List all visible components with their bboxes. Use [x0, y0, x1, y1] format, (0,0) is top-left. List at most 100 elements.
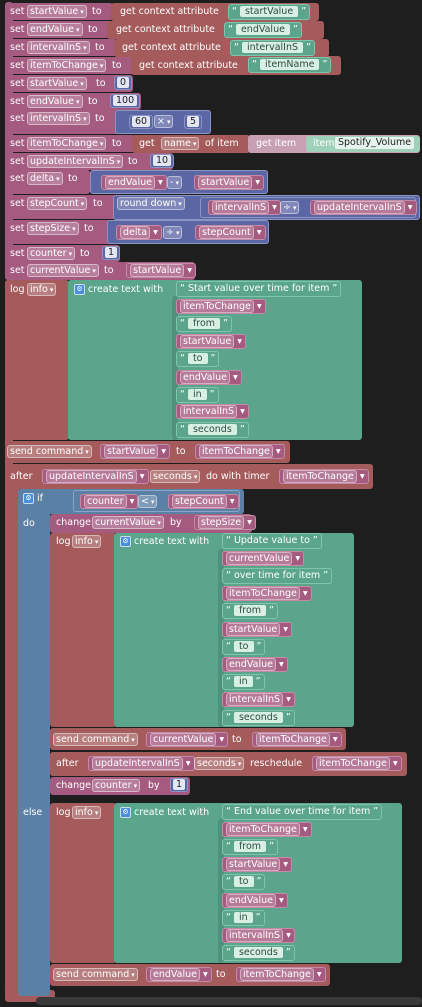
var-dropdown-intervalInS[interactable]: intervalInS▾ [27, 41, 90, 54]
text-from[interactable]: “ from ” [222, 603, 279, 619]
attribute-name-dropdown[interactable]: name▾ [161, 137, 200, 150]
var-itemToChange[interactable]: itemToChange ▾ [279, 469, 369, 484]
var-endValue[interactable]: endValue ▾ [146, 967, 212, 982]
number-0[interactable]: 0 [114, 76, 133, 90]
number-5[interactable]: 5 [184, 115, 203, 129]
gear-icon[interactable]: ⚙ [74, 284, 85, 295]
workspace-horizontal-scrollbar[interactable] [36, 997, 422, 1005]
var-itemToChange[interactable]: itemToChange ▾ [176, 299, 266, 314]
var-delta[interactable]: delta ▾ [116, 225, 162, 240]
log-level-dropdown[interactable]: info▾ [72, 806, 102, 819]
gear-icon[interactable]: ⚙ [23, 493, 34, 504]
text-end-msg[interactable]: “ End value over time for item ” [222, 804, 383, 820]
item-value-field[interactable]: Spotify_Volume [335, 137, 415, 149]
var-dropdown-endValue[interactable]: endValue▾ [27, 95, 83, 108]
var-dropdown-stepCount[interactable]: stepCount▾ [27, 197, 88, 210]
log-start-block[interactable] [5, 280, 69, 440]
var-startValue[interactable]: startValue ▾ [176, 334, 247, 349]
set-delta-block[interactable] [5, 170, 90, 194]
var-dropdown-updateIntervalInS[interactable]: updateIntervalInS▾ [27, 155, 124, 168]
var-startValue[interactable]: startValue ▾ [126, 263, 197, 278]
var-dropdown-itemToChange[interactable]: itemToChange▾ [27, 137, 107, 150]
send-command-dropdown[interactable]: send command▾ [53, 968, 138, 981]
set-startValue-zero-block[interactable] [5, 75, 133, 92]
var-updateIntervalInS[interactable]: updateIntervalInS ▾ [310, 200, 417, 215]
var-updateIntervalInS[interactable]: updateIntervalInS ▾ [88, 756, 195, 771]
text-endValue[interactable]: “ endValue ” [224, 22, 302, 38]
var-dropdown-currentValue[interactable]: currentValue▾ [92, 516, 164, 529]
text-itemName[interactable]: “ itemName ” [248, 57, 332, 73]
set-updateIntervalInS-block[interactable] [5, 153, 173, 170]
var-stepSize[interactable]: stepSize ▾ [194, 515, 256, 530]
var-dropdown-startValue[interactable]: startValue▾ [27, 5, 87, 18]
number-10[interactable]: 10 [150, 154, 175, 168]
number-1[interactable]: 1 [170, 778, 189, 792]
var-counter[interactable]: counter ▾ [80, 494, 139, 509]
text-seconds[interactable]: “ seconds ” [222, 945, 295, 961]
var-intervalInS[interactable]: intervalInS ▾ [208, 200, 281, 215]
var-itemToChange[interactable]: itemToChange ▾ [312, 756, 402, 771]
var-dropdown-itemToChange[interactable]: itemToChange▾ [27, 59, 107, 72]
text-in[interactable]: “ in ” [222, 674, 265, 690]
var-startValue[interactable]: startValue ▾ [222, 622, 293, 637]
number-1[interactable]: 1 [102, 246, 121, 260]
operator-divide-dropdown[interactable]: ÷▾ [163, 226, 183, 239]
log-level-dropdown[interactable]: info▾ [27, 283, 57, 296]
text-to[interactable]: “ to ” [176, 351, 220, 367]
operator-less-than-dropdown[interactable]: <▾ [138, 495, 158, 508]
text-to[interactable]: “ to ” [222, 639, 266, 655]
log-end-block[interactable] [50, 803, 116, 963]
var-dropdown-startValue[interactable]: startValue▾ [27, 77, 87, 90]
var-endValue[interactable]: endValue ▾ [101, 175, 167, 190]
time-unit-dropdown[interactable]: seconds▾ [194, 757, 245, 770]
text-from[interactable]: “ from ” [222, 839, 279, 855]
gear-icon[interactable]: ⚙ [120, 807, 131, 818]
var-currentValue[interactable]: currentValue ▾ [146, 732, 229, 747]
var-dropdown-delta[interactable]: delta▾ [27, 172, 63, 185]
log-level-dropdown[interactable]: info▾ [72, 535, 102, 548]
number-100[interactable]: 100 [110, 94, 141, 108]
set-stepSize-block[interactable] [5, 220, 115, 244]
text-over-time-msg[interactable]: “ over time for item ” [222, 568, 333, 584]
send-command-dropdown[interactable]: send command▾ [53, 733, 138, 746]
var-dropdown-endValue[interactable]: endValue▾ [27, 23, 83, 36]
set-endValue-100-block[interactable] [5, 93, 141, 110]
text-in[interactable]: “ in ” [176, 387, 219, 403]
var-stepCount[interactable]: stepCount ▾ [195, 225, 266, 240]
var-dropdown-counter[interactable]: counter▾ [92, 779, 141, 792]
set-counter-block[interactable] [5, 245, 120, 262]
var-updateIntervalInS[interactable]: updateIntervalInS ▾ [42, 469, 149, 484]
set-stepCount-block[interactable] [5, 195, 117, 219]
time-unit-dropdown[interactable]: seconds▾ [150, 470, 201, 483]
var-startValue[interactable]: startValue ▾ [194, 175, 265, 190]
round-down-dropdown[interactable]: round down▾ [117, 197, 185, 210]
var-dropdown-intervalInS[interactable]: intervalInS▾ [27, 112, 90, 125]
operator-divide-dropdown[interactable]: ÷▾ [280, 201, 300, 214]
var-itemToChange[interactable]: itemToChange ▾ [236, 967, 326, 982]
var-endValue[interactable]: endValue ▾ [176, 370, 242, 385]
var-itemToChange[interactable]: itemToChange ▾ [222, 822, 312, 837]
number-60[interactable]: 60 [129, 115, 154, 129]
var-dropdown-stepSize[interactable]: stepSize▾ [27, 222, 79, 235]
var-stepCount[interactable]: stepCount ▾ [168, 494, 239, 509]
change-counter-block[interactable] [50, 777, 190, 795]
text-to[interactable]: “ to ” [222, 874, 266, 890]
var-itemToChange[interactable]: itemToChange ▾ [222, 586, 312, 601]
var-dropdown-currentValue[interactable]: currentValue▾ [27, 264, 99, 277]
var-dropdown-counter[interactable]: counter▾ [27, 247, 76, 260]
var-endValue[interactable]: endValue ▾ [222, 657, 288, 672]
var-intervalInS[interactable]: intervalInS ▾ [222, 928, 295, 943]
var-itemToChange[interactable]: itemToChange ▾ [252, 732, 342, 747]
gear-icon[interactable]: ⚙ [120, 536, 131, 547]
text-seconds[interactable]: “ seconds ” [176, 422, 249, 438]
set-itemToChange-block[interactable] [5, 57, 135, 74]
var-intervalInS[interactable]: intervalInS ▾ [176, 404, 249, 419]
var-currentValue[interactable]: currentValue ▾ [222, 551, 305, 566]
var-startValue[interactable]: startValue ▾ [222, 857, 293, 872]
send-command-dropdown[interactable]: send command▾ [7, 445, 92, 458]
text-intervalInS[interactable]: “ intervalInS ” [230, 40, 315, 56]
text-startValue[interactable]: “ startValue ” [228, 4, 311, 20]
var-itemToChange[interactable]: itemToChange ▾ [195, 444, 285, 459]
text-seconds[interactable]: “ seconds ” [222, 710, 295, 726]
